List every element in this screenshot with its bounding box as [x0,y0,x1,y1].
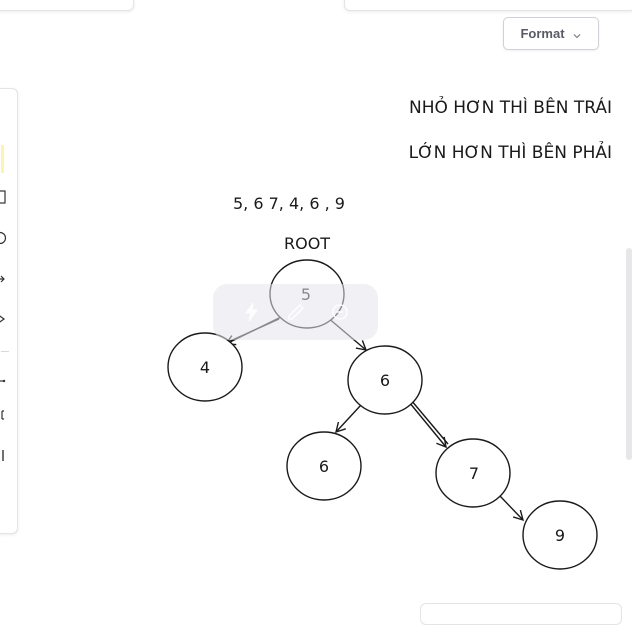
node-right-left[interactable] [286,431,362,501]
diamond-tool-icon[interactable] [0,311,11,327]
vertical-scrollbar[interactable] [626,248,632,460]
node-right-left-value: 6 [319,457,329,476]
top-right-panel [344,0,632,11]
rectangle-tool-icon[interactable] [0,189,11,205]
image-tool-icon[interactable] [0,447,11,463]
link-icon[interactable] [329,301,351,323]
floating-element-toolbar[interactable] [213,284,378,340]
format-button[interactable]: Format [503,17,599,50]
node-left[interactable] [167,332,243,402]
note-larger-right: LỚN HƠN THÌ BÊN PHẢI [409,140,612,163]
node-right[interactable] [347,345,423,415]
node-right-right-value: 7 [469,464,479,483]
insert-sequence-text: 5, 6 7, 4, 6 , 9 [233,194,345,213]
left-toolbar [0,88,18,534]
text-tool-icon[interactable] [0,407,11,423]
node-right-right-right-value: 9 [555,526,565,545]
line-tool-icon[interactable] [0,373,11,389]
edge-6-to-7 [408,401,447,449]
selected-tool-highlight [1,145,4,173]
root-label: ROOT [284,234,330,253]
pen-icon[interactable] [285,301,307,323]
arrow-tool-icon[interactable] [0,271,11,287]
edge-6-to-7-sketch [410,399,449,445]
lightning-icon[interactable] [241,301,263,323]
node-right-right[interactable] [435,438,511,508]
chevron-down-icon [572,29,582,39]
ellipse-tool-icon[interactable] [0,230,11,246]
node-left-value: 4 [200,358,210,377]
toolbar-divider [1,351,9,352]
format-button-label: Format [520,26,565,41]
node-right-value: 6 [380,371,390,390]
node-right-right-right[interactable] [522,500,598,570]
note-smaller-left: NHỎ HƠN THÌ BÊN TRÁI [409,95,612,118]
edge-7-to-9 [499,495,524,522]
top-left-panel [0,0,134,11]
edge-6-to-6 [335,404,362,434]
